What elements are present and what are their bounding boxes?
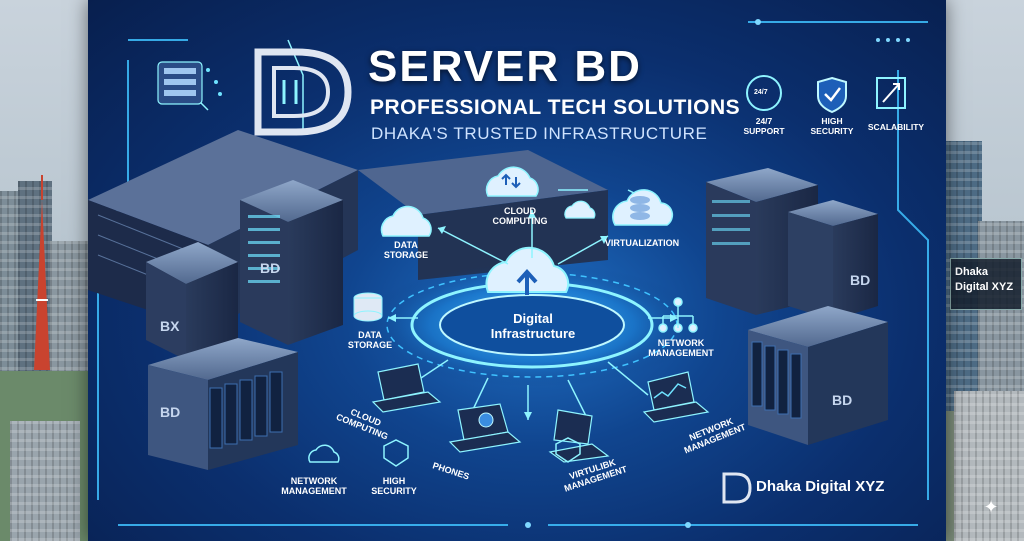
server-mark: BD: [850, 272, 871, 288]
city-sign-line1: Dhaka: [955, 266, 989, 278]
sparkle-icon: ✦: [983, 497, 999, 517]
page-title: SERVER BD: [368, 42, 642, 91]
circuit-background: [88, 19, 929, 528]
label-data-storage: DATA STORAGE: [347, 330, 393, 350]
server-mark: BD: [160, 404, 181, 420]
page-tagline: DHAKA'S TRUSTED INFRASTRUCTURE: [371, 124, 708, 143]
building: [954, 391, 1024, 541]
center-label: Digital Infrastructure: [456, 311, 610, 341]
server-mark: BD: [832, 392, 853, 408]
label-cloud-computing: CLOUD COMPUTING: [492, 206, 548, 226]
brand-name: Dhaka Digital XYZ: [756, 478, 885, 495]
headset-icon: 24/7: [754, 89, 768, 96]
server-mark: BD: [260, 260, 281, 276]
label-network-management: NETWORK MANAGEMENT: [281, 476, 347, 496]
d-logo-icon: [254, 48, 352, 136]
center-label-line2: Infrastructure: [490, 326, 576, 341]
badge-security: HIGH SECURITY: [806, 116, 858, 136]
badge-label: SCALABILITY: [867, 122, 925, 132]
label-network-management: NETWORK MANAGEMENT: [648, 338, 714, 358]
radio-tower-icon: [34, 175, 50, 370]
badge-label: HIGH SECURITY: [810, 116, 854, 136]
badge-label: 24/7 SUPPORT: [743, 116, 785, 136]
city-sign: Dhaka Digital XYZ: [950, 258, 1022, 310]
label-virtualization: VIRTUALIZATION: [604, 238, 680, 248]
page-subtitle: PROFESSIONAL TECH SOLUTIONS: [370, 96, 741, 119]
server-mark: BX: [160, 318, 180, 334]
badge-scalability: SCALABILITY: [866, 122, 926, 132]
building: [10, 421, 80, 541]
label-high-security: HIGH SECURITY: [371, 476, 417, 496]
infographic-poster: BD BX BD BD BD SERVER BD PROFESSIONAL TE…: [88, 0, 946, 541]
badge-support: 24/7 SUPPORT: [742, 116, 786, 136]
center-label-line1: Digital: [513, 311, 553, 326]
label-data-storage: DATA STORAGE: [383, 240, 429, 260]
city-sign-line2: Digital XYZ: [955, 281, 1014, 293]
city-backdrop-left: [0, 0, 92, 541]
